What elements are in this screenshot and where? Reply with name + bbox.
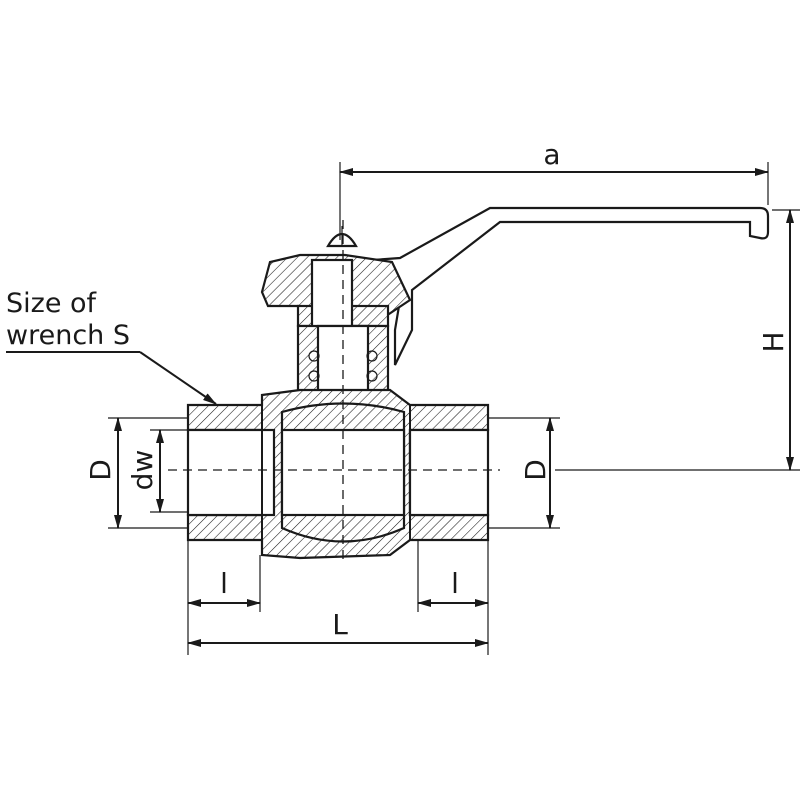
dimension-l-right: l bbox=[417, 540, 489, 655]
wrench-label-line2: wrench S bbox=[6, 320, 130, 351]
valve-body bbox=[186, 388, 490, 560]
dimension-L: L bbox=[187, 608, 489, 647]
label-D-right: D bbox=[519, 459, 552, 481]
label-H: H bbox=[757, 331, 790, 352]
dimension-a: a bbox=[339, 138, 769, 240]
label-dw: dw bbox=[126, 450, 159, 491]
wrench-size-callout: Size of wrench S bbox=[6, 288, 217, 405]
label-D-left: D bbox=[84, 459, 117, 481]
dimension-l-left: l bbox=[187, 540, 261, 655]
dimension-dw: dw bbox=[126, 429, 188, 513]
label-l-left: l bbox=[220, 567, 228, 600]
label-L: L bbox=[332, 608, 348, 641]
dimension-D-left: D bbox=[84, 417, 188, 529]
label-l-right: l bbox=[451, 567, 459, 600]
label-a: a bbox=[543, 138, 560, 171]
wrench-label-line1: Size of bbox=[6, 288, 98, 319]
dimension-D-right: D bbox=[488, 417, 560, 529]
dimension-H: H bbox=[555, 209, 800, 471]
